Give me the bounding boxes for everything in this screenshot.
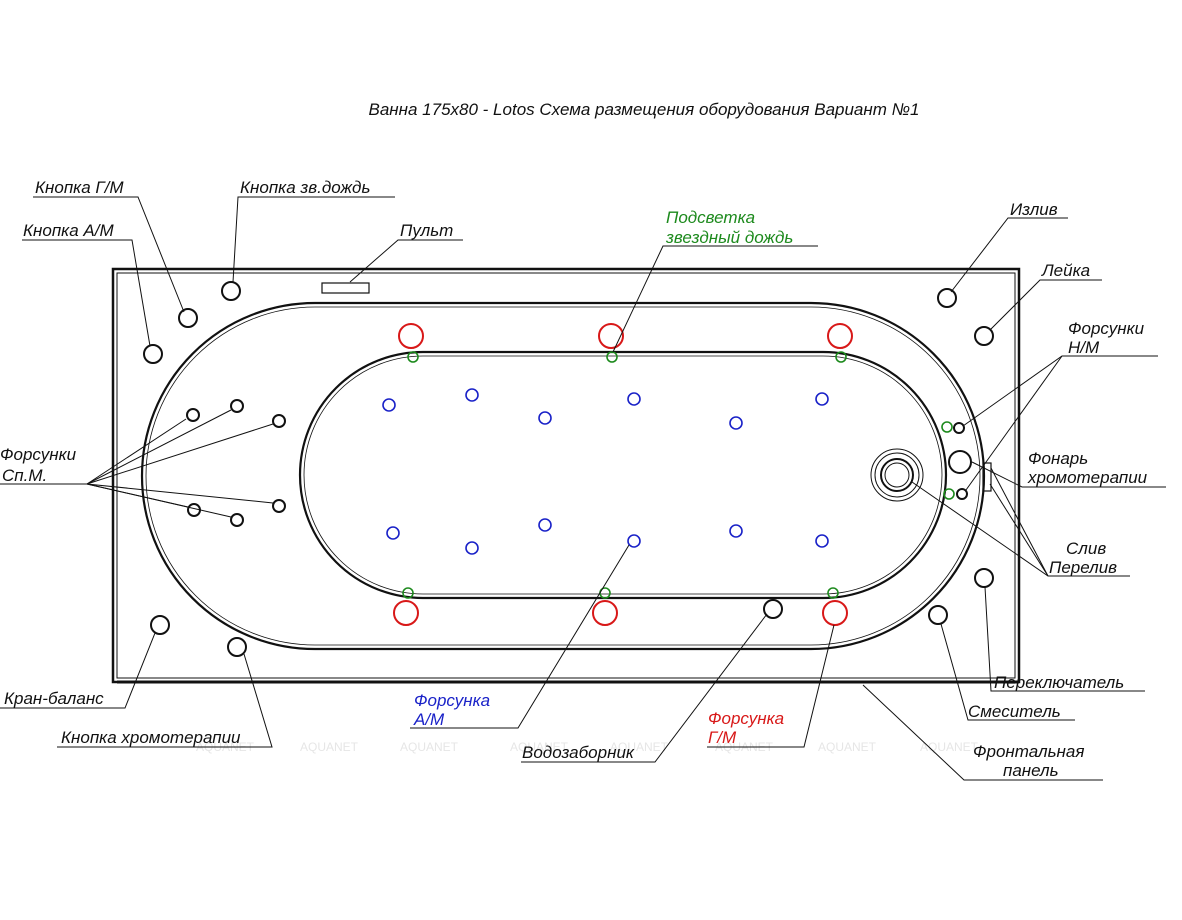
label-vodozabornik: Водозаборник xyxy=(522,743,635,762)
star-rain-lights xyxy=(402,351,955,599)
aero-jet xyxy=(627,392,641,406)
label-frontalnaya: Фронтальная xyxy=(973,742,1084,761)
foot-jet xyxy=(953,422,965,434)
spine-jet xyxy=(230,513,244,527)
star-light xyxy=(402,587,414,599)
label-forsunka-gm: Форсунка xyxy=(708,709,784,728)
label-forsunka-gm-2: Г/М xyxy=(708,728,737,747)
tub-basin xyxy=(298,350,948,600)
star-light xyxy=(941,421,953,433)
foot-jets xyxy=(953,422,968,500)
spine-jet xyxy=(186,408,200,422)
label-smesitel: Смеситель xyxy=(968,702,1061,721)
star-light xyxy=(407,351,419,363)
label-pereklyuchatel: Переключатель xyxy=(994,673,1124,692)
aero-jet xyxy=(729,416,743,430)
label-zvezdny-dozhd: звездный дождь xyxy=(665,228,793,247)
label-hromoterapii: хромотерапии xyxy=(1027,468,1148,487)
aero-jets xyxy=(382,388,829,555)
watermark: AQUANET xyxy=(920,740,979,754)
label-forsunki-spm-2: Сп.М. xyxy=(2,466,47,485)
spine-jet xyxy=(187,503,201,517)
am-button xyxy=(143,344,163,364)
spine-jet xyxy=(272,414,286,428)
star-light xyxy=(835,351,847,363)
control-panel xyxy=(321,282,370,294)
watermark: AQUANET xyxy=(400,740,459,754)
label-izliv: Излив xyxy=(1010,200,1058,219)
label-knopka-gm: Кнопка Г/М xyxy=(35,178,124,197)
chromotherapy-button xyxy=(227,637,247,657)
aero-jet xyxy=(729,524,743,538)
switch xyxy=(974,568,994,588)
tub-rim xyxy=(140,301,986,651)
watermark: AQUANET xyxy=(510,740,569,754)
overflow xyxy=(948,450,972,474)
star-light xyxy=(606,351,618,363)
label-panel: панель xyxy=(1003,761,1059,780)
label-forsunka-am-2: А/М xyxy=(413,710,445,729)
hydro-jet xyxy=(592,600,618,626)
mixer xyxy=(928,605,948,625)
label-forsunki-nm: Форсунки xyxy=(1068,319,1145,338)
star-light xyxy=(827,587,839,599)
hydro-jet xyxy=(393,600,419,626)
aero-jet xyxy=(627,534,641,548)
label-forsunki-spm: Форсунки xyxy=(0,445,77,464)
equipment-holes xyxy=(143,281,994,657)
foot-jet xyxy=(956,488,968,500)
balance-valve xyxy=(150,615,170,635)
label-sliv: Слив xyxy=(1066,539,1106,558)
spine-jets xyxy=(186,399,286,527)
aero-jet xyxy=(815,534,829,548)
label-fonar: Фонарь xyxy=(1028,449,1088,468)
hydro-jet xyxy=(598,323,624,349)
hydro-jet xyxy=(827,323,853,349)
aero-jet xyxy=(538,411,552,425)
chromotherapy-lamp xyxy=(982,462,992,492)
aero-jet xyxy=(465,541,479,555)
hydro-jet xyxy=(822,600,848,626)
aero-jet xyxy=(465,388,479,402)
label-knopka-hromo: Кнопка хромотерапии xyxy=(61,728,241,747)
spine-jet xyxy=(230,399,244,413)
aero-jet xyxy=(815,392,829,406)
label-knopka-zv-dozhd: Кнопка зв.дождь xyxy=(240,178,370,197)
star-rain-button xyxy=(221,281,241,301)
spout xyxy=(937,288,957,308)
watermarks: AQUANET AQUANET AQUANET AQUANET AQUANET … xyxy=(196,740,979,754)
leader-lines xyxy=(0,196,1166,781)
hydro-jet xyxy=(398,323,424,349)
drain xyxy=(870,448,924,502)
label-pult: Пульт xyxy=(400,221,453,240)
label-podsvetka: Подсветка xyxy=(666,208,755,227)
watermark: AQUANET xyxy=(300,740,359,754)
label-leyka: Лейка xyxy=(1041,261,1090,280)
label-kran-balans: Кран-баланс xyxy=(4,689,104,708)
water-intake xyxy=(763,599,783,619)
label-forsunka-am: Форсунка xyxy=(414,691,490,710)
hand-shower xyxy=(974,326,994,346)
label-forsunki-nm-2: Н/М xyxy=(1068,338,1100,357)
labels: Кнопка Г/М Кнопка А/М Кнопка зв.дождь Пу… xyxy=(0,178,1148,780)
label-pereliv: Перелив xyxy=(1049,558,1117,577)
ga-button xyxy=(178,308,198,328)
hydro-jets xyxy=(393,323,853,626)
label-knopka-am: Кнопка А/М xyxy=(23,221,114,240)
aero-jet xyxy=(382,398,396,412)
spine-jet xyxy=(272,499,286,513)
aero-jet xyxy=(386,526,400,540)
diagram-title: Ванна 175х80 - Lotos Схема размещения об… xyxy=(369,100,920,119)
star-light xyxy=(943,488,955,500)
aero-jet xyxy=(538,518,552,532)
watermark: AQUANET xyxy=(818,740,877,754)
watermark: AQUANET xyxy=(610,740,669,754)
tub-frame xyxy=(111,267,1021,684)
